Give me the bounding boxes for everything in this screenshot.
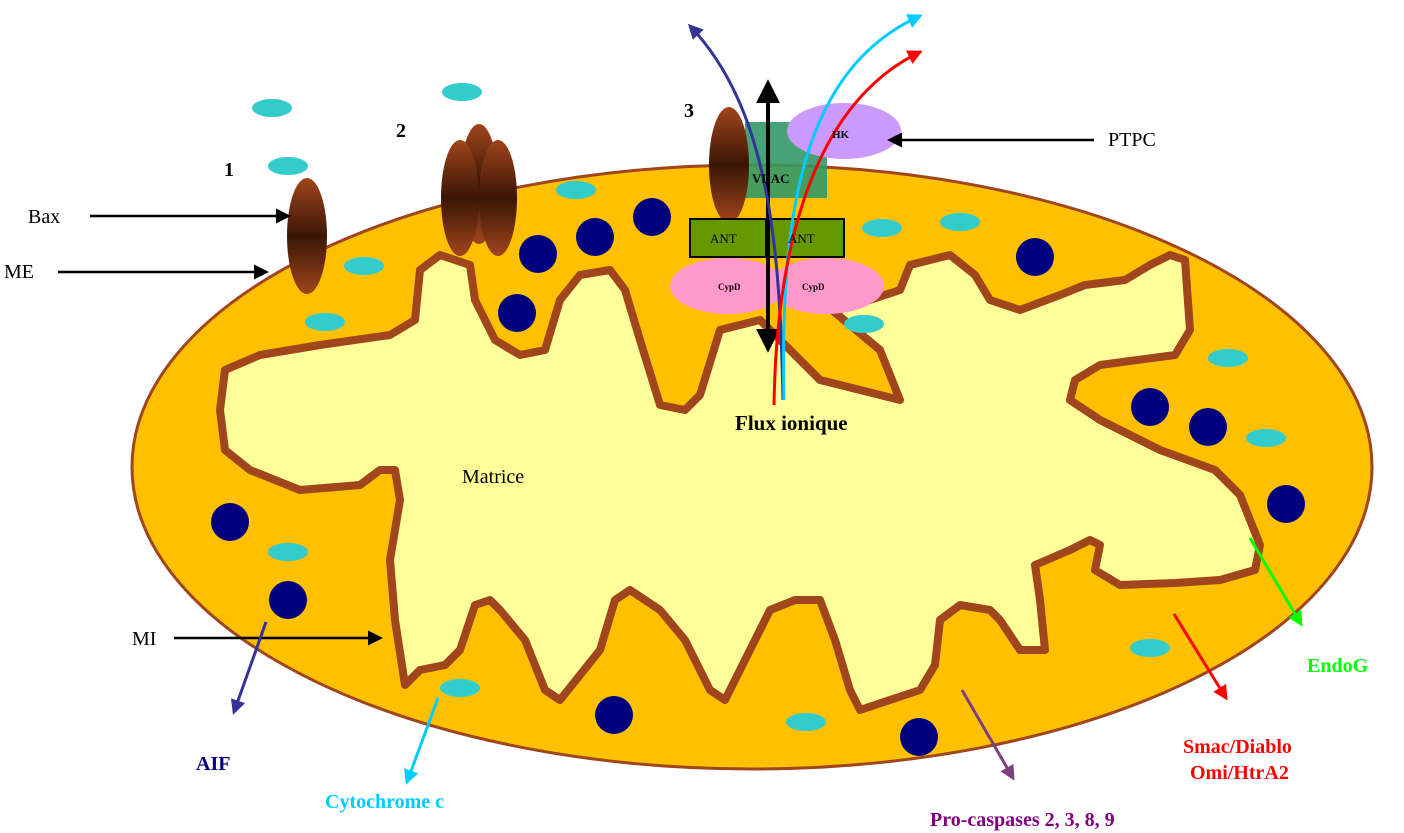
cytochrome-c	[442, 83, 482, 101]
label-vdac: VDAC	[752, 171, 790, 186]
cytochrome-c	[1246, 429, 1286, 447]
label-cypd-right: CypD	[802, 282, 825, 292]
label-ant-right: ANT	[788, 231, 815, 246]
label-smac-diablo: Smac/Diablo	[1183, 736, 1292, 758]
cytochrome-c	[440, 679, 480, 697]
label-hk: HK	[832, 129, 850, 141]
aif	[1189, 408, 1227, 446]
aif	[211, 503, 249, 541]
cytochrome-c	[862, 219, 902, 237]
label-ptpc: PTPC	[1108, 129, 1156, 151]
cytochrome-c	[268, 543, 308, 561]
aif	[1131, 388, 1169, 426]
cytochrome-c	[940, 213, 980, 231]
label-bax: Bax	[28, 206, 60, 228]
aif	[1016, 238, 1054, 276]
aif	[1267, 485, 1305, 523]
label-me: ME	[4, 261, 34, 283]
label-step-2: 2	[396, 120, 406, 142]
aif	[900, 718, 938, 756]
label-mi: MI	[132, 628, 156, 650]
bax-channel-3	[709, 107, 749, 223]
label-aif: AIF	[196, 753, 230, 775]
label-cytochrome-c: Cytochrome c	[325, 791, 444, 813]
cytochrome-c	[1208, 349, 1248, 367]
label-step-1: 1	[224, 159, 234, 181]
aif	[519, 235, 557, 273]
label-step-3: 3	[684, 100, 694, 122]
cytochrome-c	[344, 257, 384, 275]
label-matrice: Matrice	[462, 466, 524, 488]
bax-channel-1	[287, 178, 327, 294]
bax-channel-2	[441, 124, 517, 256]
cytochrome-c	[556, 181, 596, 199]
label-flux-ionique: Flux ionique	[735, 411, 848, 435]
aif	[498, 294, 536, 332]
aif	[576, 218, 614, 256]
cytochrome-c	[305, 313, 345, 331]
label-ant-left: ANT	[710, 231, 737, 246]
cytochrome-c	[268, 157, 308, 175]
aif	[633, 198, 671, 236]
cytochrome-c	[786, 713, 826, 731]
cytochrome-c	[844, 315, 884, 333]
cytochrome-c	[252, 99, 292, 117]
cytochrome-c	[1130, 639, 1170, 657]
label-endog: EndoG	[1307, 655, 1369, 677]
label-omi-htra2: Omi/HtrA2	[1190, 762, 1289, 784]
aif	[269, 581, 307, 619]
aif	[595, 696, 633, 734]
label-procaspases: Pro-caspases 2, 3, 8, 9	[930, 809, 1115, 831]
label-cypd-left: CypD	[718, 282, 741, 292]
